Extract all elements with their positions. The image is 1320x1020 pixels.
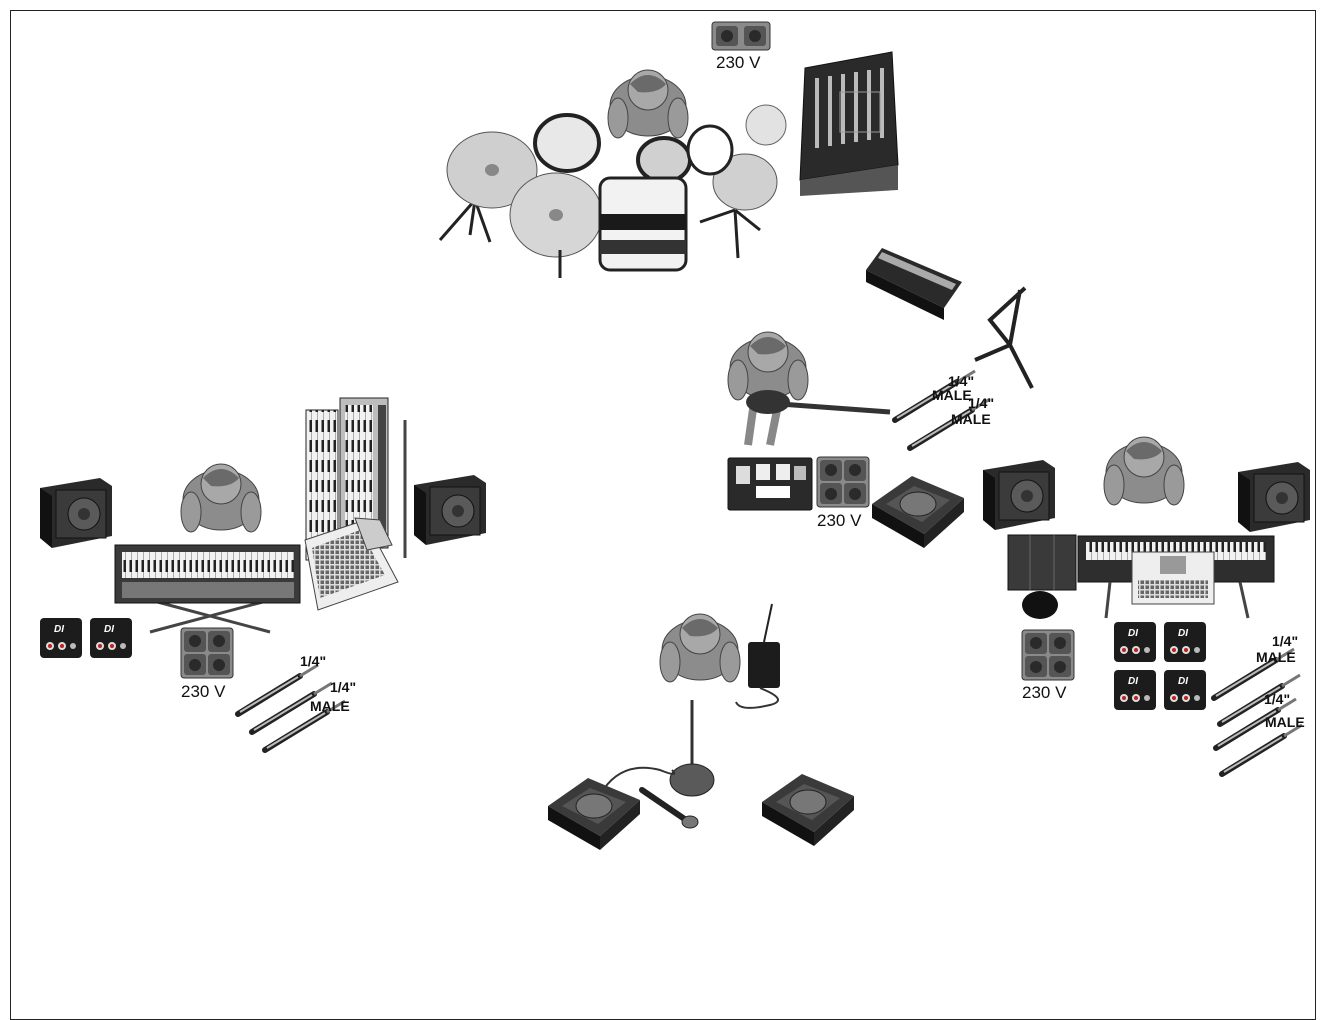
pedalboard-icon — [728, 458, 812, 510]
jack-type-label: MALE — [932, 387, 972, 403]
jack-size-label: 1/4" — [968, 395, 994, 411]
power-outlet-icon — [181, 628, 233, 678]
jack-size-label: 1/4" — [330, 679, 356, 695]
power-label-keys-right: 230 V — [1022, 683, 1067, 702]
jack-type-label: MALE — [310, 698, 350, 714]
mixer-console-icon — [800, 52, 898, 196]
guitar-stand-icon — [975, 288, 1032, 388]
jack-size-label: 1/4" — [1272, 633, 1298, 649]
power-outlet-icon — [1022, 630, 1074, 680]
di-box-icon — [40, 618, 132, 658]
musician-icon — [660, 614, 740, 682]
laptop-icon — [1132, 552, 1214, 604]
jack-type-label: MALE — [1256, 649, 1296, 665]
power-outlet-icon — [817, 457, 869, 507]
musician-icon — [181, 464, 261, 532]
floor-monitor-icon — [872, 476, 964, 548]
drum-kit-icon — [440, 70, 786, 278]
mic-stand-icon — [670, 700, 714, 796]
power-label-guitar: 230 V — [817, 511, 862, 530]
musician-icon — [728, 332, 890, 445]
jack-type-label: MALE — [1265, 714, 1305, 730]
side-speaker-icon — [40, 475, 486, 548]
jack-size-label: 1/4" — [300, 653, 326, 669]
power-label-keys-left: 230 V — [181, 682, 226, 701]
power-outlet-icon — [712, 22, 770, 50]
jack-size-label: 1/4" — [1264, 691, 1290, 707]
wireless-pack-icon — [736, 604, 780, 708]
guitar-amp-icon — [866, 248, 962, 320]
musician-icon — [1104, 437, 1184, 505]
di-box-icon — [1114, 622, 1206, 710]
jack-type-label: MALE — [951, 411, 991, 427]
jack-cable-icon — [1214, 649, 1302, 774]
power-label-drums: 230 V — [716, 53, 761, 72]
